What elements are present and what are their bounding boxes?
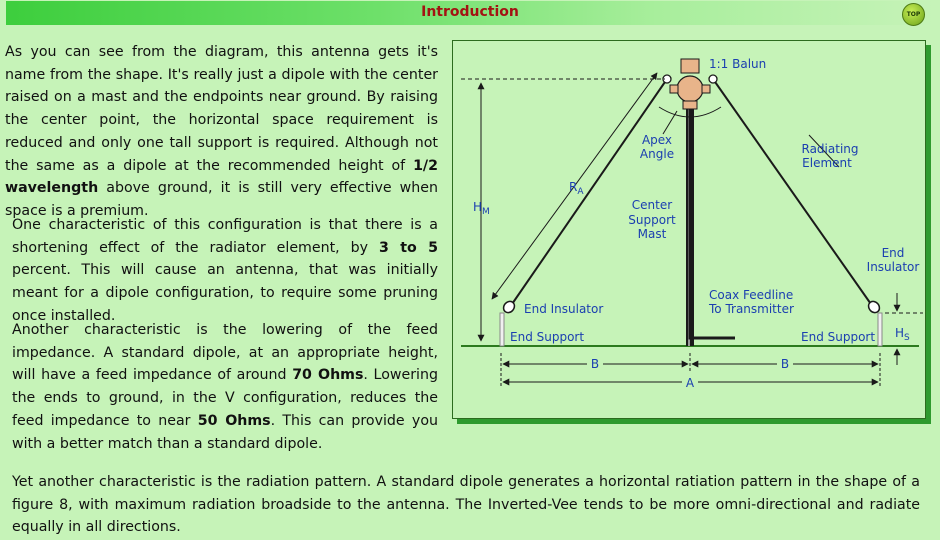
intro-paragraph: As you can see from the diagram, this an…: [5, 41, 438, 223]
paragraph-text: As you can see from the diagram, this an…: [5, 44, 438, 174]
mast-label-line2: Support: [628, 213, 676, 227]
radiating-label-line1: Radiating: [802, 142, 859, 156]
apex-insulator-right: [708, 74, 718, 84]
end-insulator-right-label-line1: End: [882, 246, 905, 260]
balun-body: [676, 75, 704, 103]
end-support-left: [499, 312, 505, 347]
paragraph-text: percent. This will cause an antenna, tha…: [12, 262, 438, 324]
radiating-leader: [808, 134, 840, 168]
right-radiating-element: [712, 78, 874, 308]
section-title: Introduction: [421, 4, 519, 20]
radiating-label-line2: Element: [802, 156, 852, 170]
hs-label: HS: [895, 326, 910, 343]
hm-label: HM: [473, 200, 490, 217]
apex-label-line1: Apex: [642, 133, 672, 147]
ra-label: RA: [569, 180, 584, 197]
ra-dimension-arrow: [491, 72, 658, 300]
end-support-right-label: End Support: [801, 330, 875, 344]
apex-label-line2: Angle: [640, 147, 674, 161]
paragraph-text: Another characteristic is the lowering o…: [12, 322, 438, 384]
end-support-left-label: End Support: [510, 330, 584, 344]
paragraph-text: . Lowering the ends to ground, in the V …: [12, 367, 438, 429]
apex-leader: [662, 110, 678, 135]
coax-label-line2: To Transmitter: [708, 302, 794, 316]
coax-label-line1: Coax Feedline: [709, 288, 793, 302]
coax-feedline: [688, 91, 735, 340]
back-to-top-button[interactable]: TOP: [902, 3, 925, 26]
end-insulator-right-label-line2: Insulator: [867, 260, 920, 274]
paragraph-text: Yet another characteristic is the radiat…: [12, 474, 920, 536]
b-label-left: B: [591, 357, 599, 371]
emphasis-text: 1/2 wavelength: [5, 157, 438, 197]
emphasis-text: 70 Ohms: [292, 367, 364, 384]
radiation-paragraph: Yet another characteristic is the radiat…: [12, 471, 920, 539]
emphasis-text: 50 Ohms: [197, 412, 271, 429]
left-radiating-element: [509, 78, 668, 308]
end-insulator-right: [867, 300, 881, 314]
emphasis-text: 3 to 5: [378, 239, 438, 256]
a-label: A: [686, 376, 695, 390]
inverted-vee-diagram-svg: HM RA HS B B A 1:1 Balun Apex Angle Radi…: [461, 57, 923, 390]
paragraph-text: . This can provide you with a better mat…: [12, 412, 439, 452]
paragraph-text: above ground, it is still very effective…: [5, 180, 438, 219]
shortening-paragraph: One characteristic of this configuration…: [12, 214, 438, 328]
end-insulator-left: [502, 300, 516, 314]
antenna-diagram: HM RA HS B B A 1:1 Balun Apex Angle Radi…: [452, 40, 926, 419]
paragraph-text: One characteristic of this configuration…: [12, 217, 438, 256]
mast-label-line3: Mast: [638, 227, 667, 241]
end-insulator-left-label: End Insulator: [524, 302, 603, 316]
mast-label-line1: Center: [632, 198, 672, 212]
balun-bottom: [682, 100, 698, 110]
impedance-paragraph: Another characteristic is the lowering o…: [12, 319, 438, 455]
apex-insulator-left: [662, 74, 672, 84]
balun-top: [680, 58, 700, 74]
balun-label: 1:1 Balun: [709, 57, 766, 71]
balun-right-terminal: [701, 84, 711, 94]
apex-angle-arc: [658, 106, 722, 118]
end-support-right: [877, 312, 883, 347]
section-header-bar: [6, 1, 936, 25]
b-label-right: B: [781, 357, 789, 371]
balun-left-terminal: [669, 84, 679, 94]
